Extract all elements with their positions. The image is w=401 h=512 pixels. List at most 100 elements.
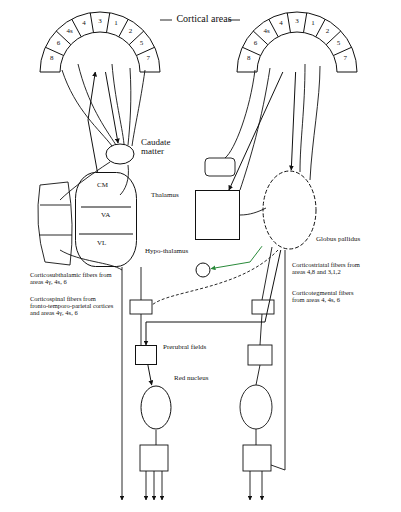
- thalamus-region: CMVAVL: [75, 172, 137, 267]
- fiber-label: Corticotegmental fibers from areas 4, 4s…: [292, 290, 364, 304]
- descending-tract: [256, 429, 257, 445]
- fiber-label: Corticosubthalamic fibers from areas 4γ,…: [30, 272, 112, 286]
- area-number: 1: [107, 20, 125, 27]
- area-divider: [119, 19, 128, 37]
- area-number: 3: [288, 18, 306, 25]
- structure-label: Caudate matter: [141, 138, 183, 157]
- fiber-line: [78, 64, 116, 145]
- fiber-label: Corticospinal fibers from fronto-temporo…: [30, 296, 114, 316]
- shape-group: [141, 386, 171, 429]
- fiber-label: Corticostriatal fibers from areas 4,8 an…: [292, 262, 364, 276]
- box-rect: [136, 346, 157, 365]
- area-divider: [107, 13, 110, 33]
- area-divider: [72, 19, 81, 37]
- descending-tract: [262, 471, 263, 500]
- tract-box: [252, 300, 274, 314]
- fiber-connector: [211, 246, 262, 268]
- descending-tract: [256, 365, 260, 385]
- area-divider: [45, 47, 63, 55]
- shape-group: [263, 171, 316, 249]
- shape-group: [196, 191, 240, 240]
- area-divider: [287, 13, 290, 33]
- shape-group: [136, 346, 157, 365]
- fiber-line: [112, 64, 124, 144]
- fiber-connector: [291, 72, 295, 170]
- prerubral-box: Prerubral fields: [135, 345, 157, 365]
- hypothalamus-circle-outline: [195, 262, 211, 278]
- descending-tract: [154, 471, 155, 500]
- structure-label: Thalamus: [151, 192, 193, 199]
- pallidus-ellipse: [263, 171, 316, 249]
- red-nucleus: Red nucleus: [140, 385, 172, 430]
- structure-label: Red nucleus: [174, 375, 216, 382]
- cortex-arc: [237, 12, 357, 72]
- nucleus-division: [79, 234, 133, 235]
- fiber-line: [240, 208, 266, 215]
- area-number: 4: [272, 20, 290, 27]
- hypothalamus-ring: [196, 263, 210, 277]
- area-number: 3: [91, 18, 109, 25]
- structure-label: Prerubral fields: [163, 344, 213, 351]
- descending-tract: [146, 471, 147, 500]
- caudate-nucleus-outline: [105, 143, 135, 165]
- structure-label: VL: [97, 240, 117, 247]
- pallidus-outline: [38, 182, 72, 265]
- descending-tract: [162, 471, 163, 500]
- thalamus-blob: [76, 173, 137, 267]
- descending-tract: [250, 471, 251, 500]
- prerubral-box-outline: [135, 345, 157, 365]
- area-divider: [136, 47, 154, 55]
- cortex-arc: [40, 12, 160, 72]
- connector-layer: [88, 72, 296, 385]
- nucleus-ellipse: [106, 144, 134, 164]
- fiber-line: [60, 162, 110, 200]
- descending-tract: [260, 314, 262, 345]
- area-number: 5: [133, 40, 151, 47]
- area-number: 6: [49, 40, 67, 47]
- pallidus-oval: Globus pallidus: [262, 170, 317, 250]
- cortex-band: 864s431257: [232, 10, 362, 72]
- fiber-line: [132, 70, 145, 146]
- nucleus-outline: [240, 385, 272, 429]
- fiber-line: [310, 66, 320, 180]
- shape-group: [40, 12, 160, 72]
- thalamus-box: Thalamus: [195, 190, 240, 240]
- area-divider: [316, 19, 325, 37]
- caudate-nucleus: Caudate matter: [105, 143, 135, 165]
- fiber-line: [300, 64, 305, 172]
- fiber-connector: [105, 72, 118, 143]
- illustration: [38, 20, 320, 500]
- structure-label: Hypo-thalamus: [145, 248, 193, 255]
- cortex-band: 864s431257: [35, 10, 165, 72]
- structure-label: Globus pallidus: [316, 236, 362, 243]
- area-divider: [242, 47, 260, 55]
- area-number: 4s: [258, 28, 276, 35]
- area-number: 1: [304, 20, 322, 27]
- area-divider: [333, 47, 351, 55]
- area-number: 2: [121, 28, 139, 35]
- pallidus-division: [39, 235, 72, 236]
- red-nucleus-outline: [140, 385, 172, 430]
- area-divider: [90, 13, 93, 33]
- fiber-line: [128, 68, 131, 145]
- tract-box: [140, 445, 168, 471]
- area-number: 8: [240, 55, 258, 62]
- fiber-connector: [148, 365, 152, 385]
- shape-group: [106, 144, 134, 164]
- tract-box: [248, 345, 272, 365]
- area-number: 4: [75, 20, 93, 27]
- crossing-fiber: [152, 250, 278, 305]
- fiber-line: [225, 70, 255, 158]
- shape-group: [196, 263, 210, 277]
- fiber-connector: [88, 72, 97, 172]
- descending-tract: [141, 267, 142, 300]
- tract-box: [130, 300, 152, 314]
- tract-box: [243, 445, 271, 471]
- heading-label: Cortical areas: [174, 14, 234, 25]
- descending-tract: [262, 247, 272, 300]
- box-rect: [196, 191, 240, 240]
- title-dash: [160, 20, 172, 21]
- fiber-connector: [146, 250, 281, 345]
- descending-tract: [156, 430, 157, 445]
